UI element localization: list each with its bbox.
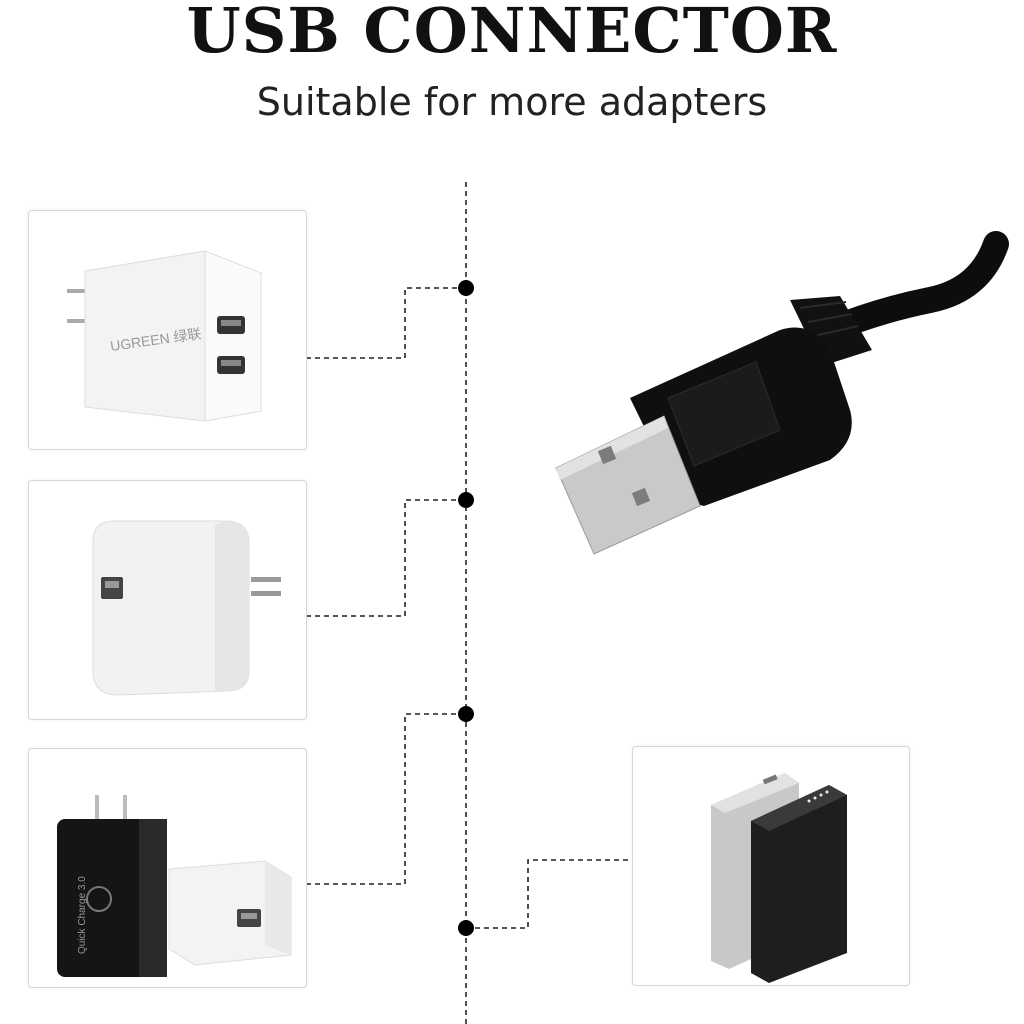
junction-dot [458, 280, 474, 296]
quick-charge-charger-image: Quick Charge 3.0 [57, 795, 292, 977]
line-to-adapter-1 [306, 287, 466, 359]
dual-port-charger-image: UGREEN 绿联 [67, 250, 262, 422]
power-bank-image [711, 773, 847, 983]
quick-charge-label: Quick Charge 3.0 [77, 876, 88, 954]
square-charger-image [92, 520, 281, 696]
page-title: USB CONNECTOR [186, 0, 838, 67]
junction-dot [458, 706, 474, 722]
adapter-card-ugreen: UGREEN 绿联 [28, 210, 307, 450]
page-subtitle: Suitable for more adapters [256, 80, 768, 124]
line-to-adapter-3 [306, 713, 466, 885]
junction-dot [458, 492, 474, 508]
powerbank-card [632, 746, 910, 986]
junction-dot [458, 920, 474, 936]
line-to-powerbank [466, 859, 632, 929]
adapter-card-square [28, 480, 307, 720]
adapter-card-quickcharge: Quick Charge 3.0 [28, 748, 307, 988]
line-to-adapter-2 [306, 499, 466, 617]
